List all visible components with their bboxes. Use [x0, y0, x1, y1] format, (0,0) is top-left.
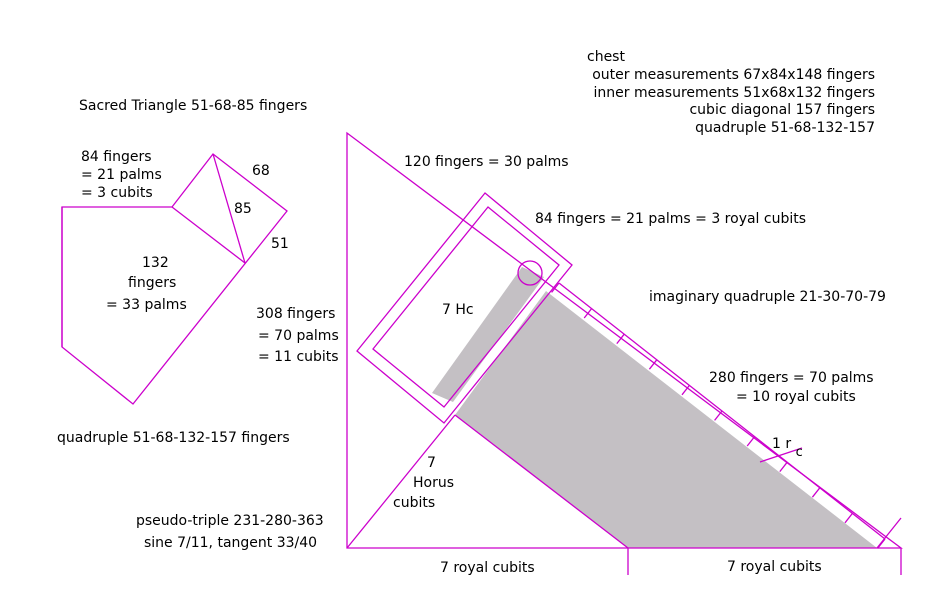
ruler-tick	[551, 282, 560, 293]
horus-label-1: 7	[427, 455, 436, 471]
bar-end-circle	[517, 260, 543, 286]
ruler-tick	[583, 308, 593, 319]
left-side-51: 51	[271, 236, 289, 252]
end-tick	[876, 517, 902, 549]
chest-diagonal-text: cubic diagonal 157 fingers	[689, 102, 875, 118]
left-hypotenuse-85	[212, 153, 246, 264]
rc-sub: c	[796, 445, 803, 460]
horus-label-3: cubits	[393, 495, 435, 511]
rc-main: 1 r	[772, 436, 791, 452]
ruler-tick	[714, 410, 723, 421]
horus-label-2: Horus	[413, 475, 454, 491]
ruler-tick	[779, 461, 788, 473]
ruler-tick	[681, 384, 690, 396]
chest-inner-text: inner measurements 51x68x132 fingers	[594, 85, 875, 101]
left-side-68: 68	[252, 163, 270, 179]
slope-ruler-ticks	[551, 282, 886, 549]
main-figure	[346, 131, 903, 575]
left-inner-label-2: fingers	[128, 275, 176, 291]
imaginary-label: imaginary quadruple 21-30-70-79	[649, 289, 886, 305]
ruler-tick	[616, 333, 625, 345]
chest-top-label: 84 fingers = 21 palms = 3 royal cubits	[535, 211, 806, 227]
ruler-tick	[844, 512, 853, 524]
sacred-triangle-title: Sacred Triangle 51-68-85 fingers	[79, 98, 307, 114]
left-side-label-1: 308 fingers	[256, 306, 335, 322]
chest-inner	[372, 206, 560, 408]
left-side-label-2: = 70 palms	[258, 328, 339, 344]
left-side-label-3: = 11 cubits	[258, 349, 339, 365]
pseudo-label-1: pseudo-triple 231-280-363	[136, 513, 324, 529]
chest-outer	[356, 192, 573, 424]
ruler-tick	[746, 436, 756, 447]
left-inner-label-3: = 33 palms	[106, 297, 187, 313]
left-top-label-2: = 21 palms	[81, 167, 162, 183]
bar-label: 7 Hc	[442, 302, 474, 318]
shaded-region	[455, 291, 877, 548]
left-inner-label-1: 132	[142, 255, 169, 271]
main-triangle	[346, 131, 903, 549]
rc-leader	[759, 447, 803, 463]
ruler-tick	[811, 487, 821, 498]
left-top-label-3: = 3 cubits	[81, 185, 153, 201]
rc-label: 1 r c	[772, 436, 803, 460]
left-divider-top	[171, 206, 246, 264]
slope-label-2: = 10 royal cubits	[736, 389, 856, 405]
chest-title: chest	[587, 49, 625, 65]
top-edge-label: 120 fingers = 30 palms	[404, 154, 569, 170]
chest-quadruple-text: quadruple 51-68-132-157	[695, 120, 875, 136]
pseudo-label-2: sine 7/11, tangent 33/40	[144, 535, 317, 551]
diagonal-inner	[346, 414, 456, 549]
base-right-label: 7 royal cubits	[727, 559, 822, 575]
left-hyp-85: 85	[234, 201, 252, 217]
slab-bottom-edge	[454, 414, 629, 549]
slope-label-1: 280 fingers = 70 palms	[709, 370, 874, 386]
chest-outer-text: outer measurements 67x84x148 fingers	[592, 67, 875, 83]
bar-7hc	[432, 267, 544, 402]
left-figure	[61, 153, 288, 405]
ruler-tick	[648, 359, 658, 370]
left-caption: quadruple 51-68-132-157 fingers	[57, 430, 290, 446]
left-top-label-1: 84 fingers	[81, 149, 152, 165]
base-left-label: 7 royal cubits	[440, 560, 535, 576]
